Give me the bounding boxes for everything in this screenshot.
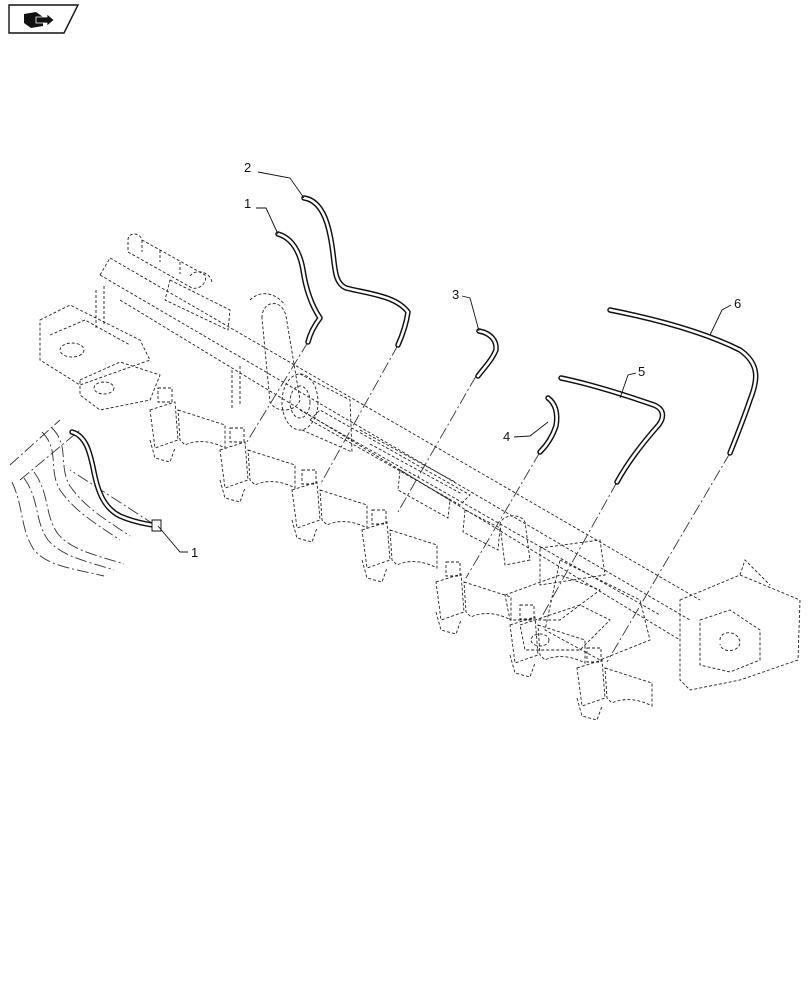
callout-3: 3 (452, 287, 459, 302)
hose-item-5 (558, 375, 666, 485)
row-unit-2 (219, 427, 296, 503)
toolbar-frame (39, 233, 801, 691)
callout-1-top: 1 (244, 196, 251, 211)
callout-1-bottom: 1 (191, 545, 198, 560)
hose-item-6 (607, 307, 759, 456)
hose-item-2 (301, 195, 411, 348)
phantom-hoses (9, 419, 131, 577)
callout-5: 5 (638, 364, 645, 379)
nav-badge[interactable] (8, 4, 80, 34)
leader-lines (157, 171, 732, 553)
row-unit-3 (291, 469, 368, 543)
book-arrow-icon (24, 12, 55, 28)
row-unit-6 (509, 604, 586, 678)
callout-2: 2 (244, 160, 251, 175)
callout-4: 4 (503, 429, 510, 444)
row-unit-4 (361, 509, 438, 583)
callout-6: 6 (734, 296, 741, 311)
hose-item-3 (475, 328, 499, 379)
callouts: 2 1 3 6 5 4 1 (191, 160, 741, 560)
row-unit-1 (149, 387, 226, 463)
assembly-centerlines (69, 341, 731, 663)
hose-item-4 (537, 395, 560, 455)
hose-item-1-lower (69, 429, 162, 532)
row-unit-7 (576, 647, 653, 721)
hose-item-1-upper (275, 231, 323, 345)
row-unit-5 (435, 561, 512, 635)
hoses (69, 195, 759, 532)
row-unit-mounts (149, 387, 653, 721)
